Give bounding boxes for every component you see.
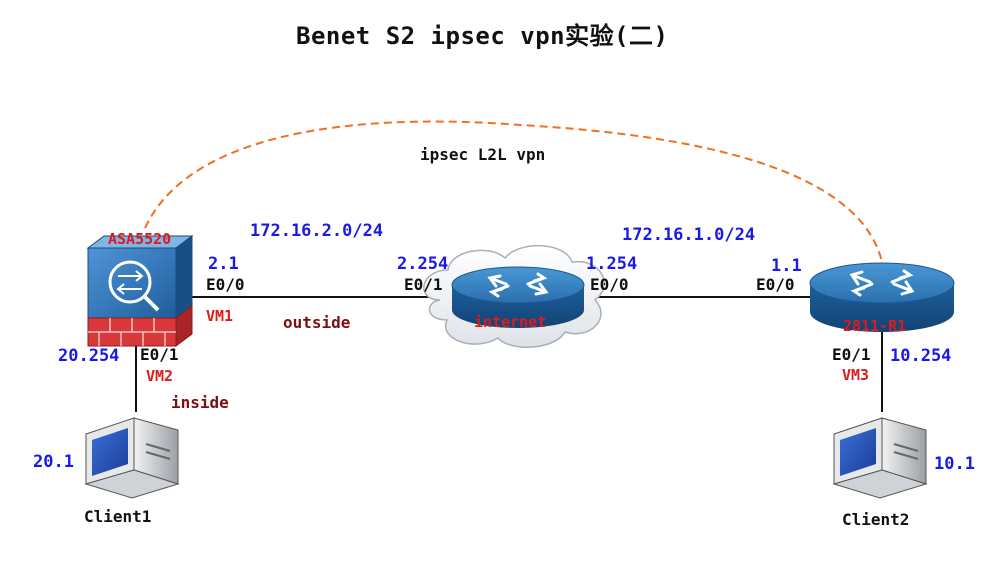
asa-outside-vm: VM1 — [206, 307, 234, 325]
internet-right-interface: E0/0 — [590, 275, 629, 294]
internet-router-icon — [451, 266, 585, 328]
asa-outside-interface: E0/0 — [206, 275, 245, 294]
asa-inside-vm: VM2 — [146, 367, 174, 385]
client1-name: Client1 — [84, 507, 152, 526]
client2-pc-icon — [832, 417, 928, 499]
page-title: Benet S2 ipsec vpn实验(二) — [296, 22, 669, 50]
router-lan-vm: VM3 — [842, 366, 870, 384]
asa-outside-ip: 2.1 — [208, 254, 239, 274]
router-lan-ip: 10.254 — [890, 346, 952, 366]
subnet-right: 172.16.1.0/24 — [622, 225, 756, 245]
internet-right-ip: 1.254 — [586, 254, 638, 274]
subnet-left: 172.16.2.0/24 — [250, 221, 384, 241]
client2-ip: 10.1 — [934, 454, 975, 474]
client1-ip: 20.1 — [33, 452, 74, 472]
inside-zone-label: inside — [171, 393, 229, 412]
router-lan-interface: E0/1 — [832, 345, 871, 364]
internet-left-interface: E0/1 — [404, 275, 443, 294]
router-name: 2811-R1 — [843, 317, 907, 335]
vpn-label: ipsec L2L vpn — [420, 145, 546, 164]
client2-name: Client2 — [842, 510, 910, 529]
router-wan-interface: E0/0 — [756, 275, 795, 294]
asa-inside-ip: 20.254 — [58, 346, 120, 366]
router-wan-ip: 1.1 — [771, 256, 802, 276]
client1-pc-icon — [84, 417, 180, 499]
asa-name: ASA5520 — [108, 230, 172, 248]
internet-name: internet — [474, 313, 547, 331]
vpn-tunnel-line — [144, 120, 883, 263]
asa-firewall-icon — [86, 235, 194, 347]
asa-inside-interface: E0/1 — [140, 345, 179, 364]
router-2811-icon — [809, 262, 955, 332]
internet-left-ip: 2.254 — [397, 254, 449, 274]
outside-zone-label: outside — [283, 313, 351, 332]
